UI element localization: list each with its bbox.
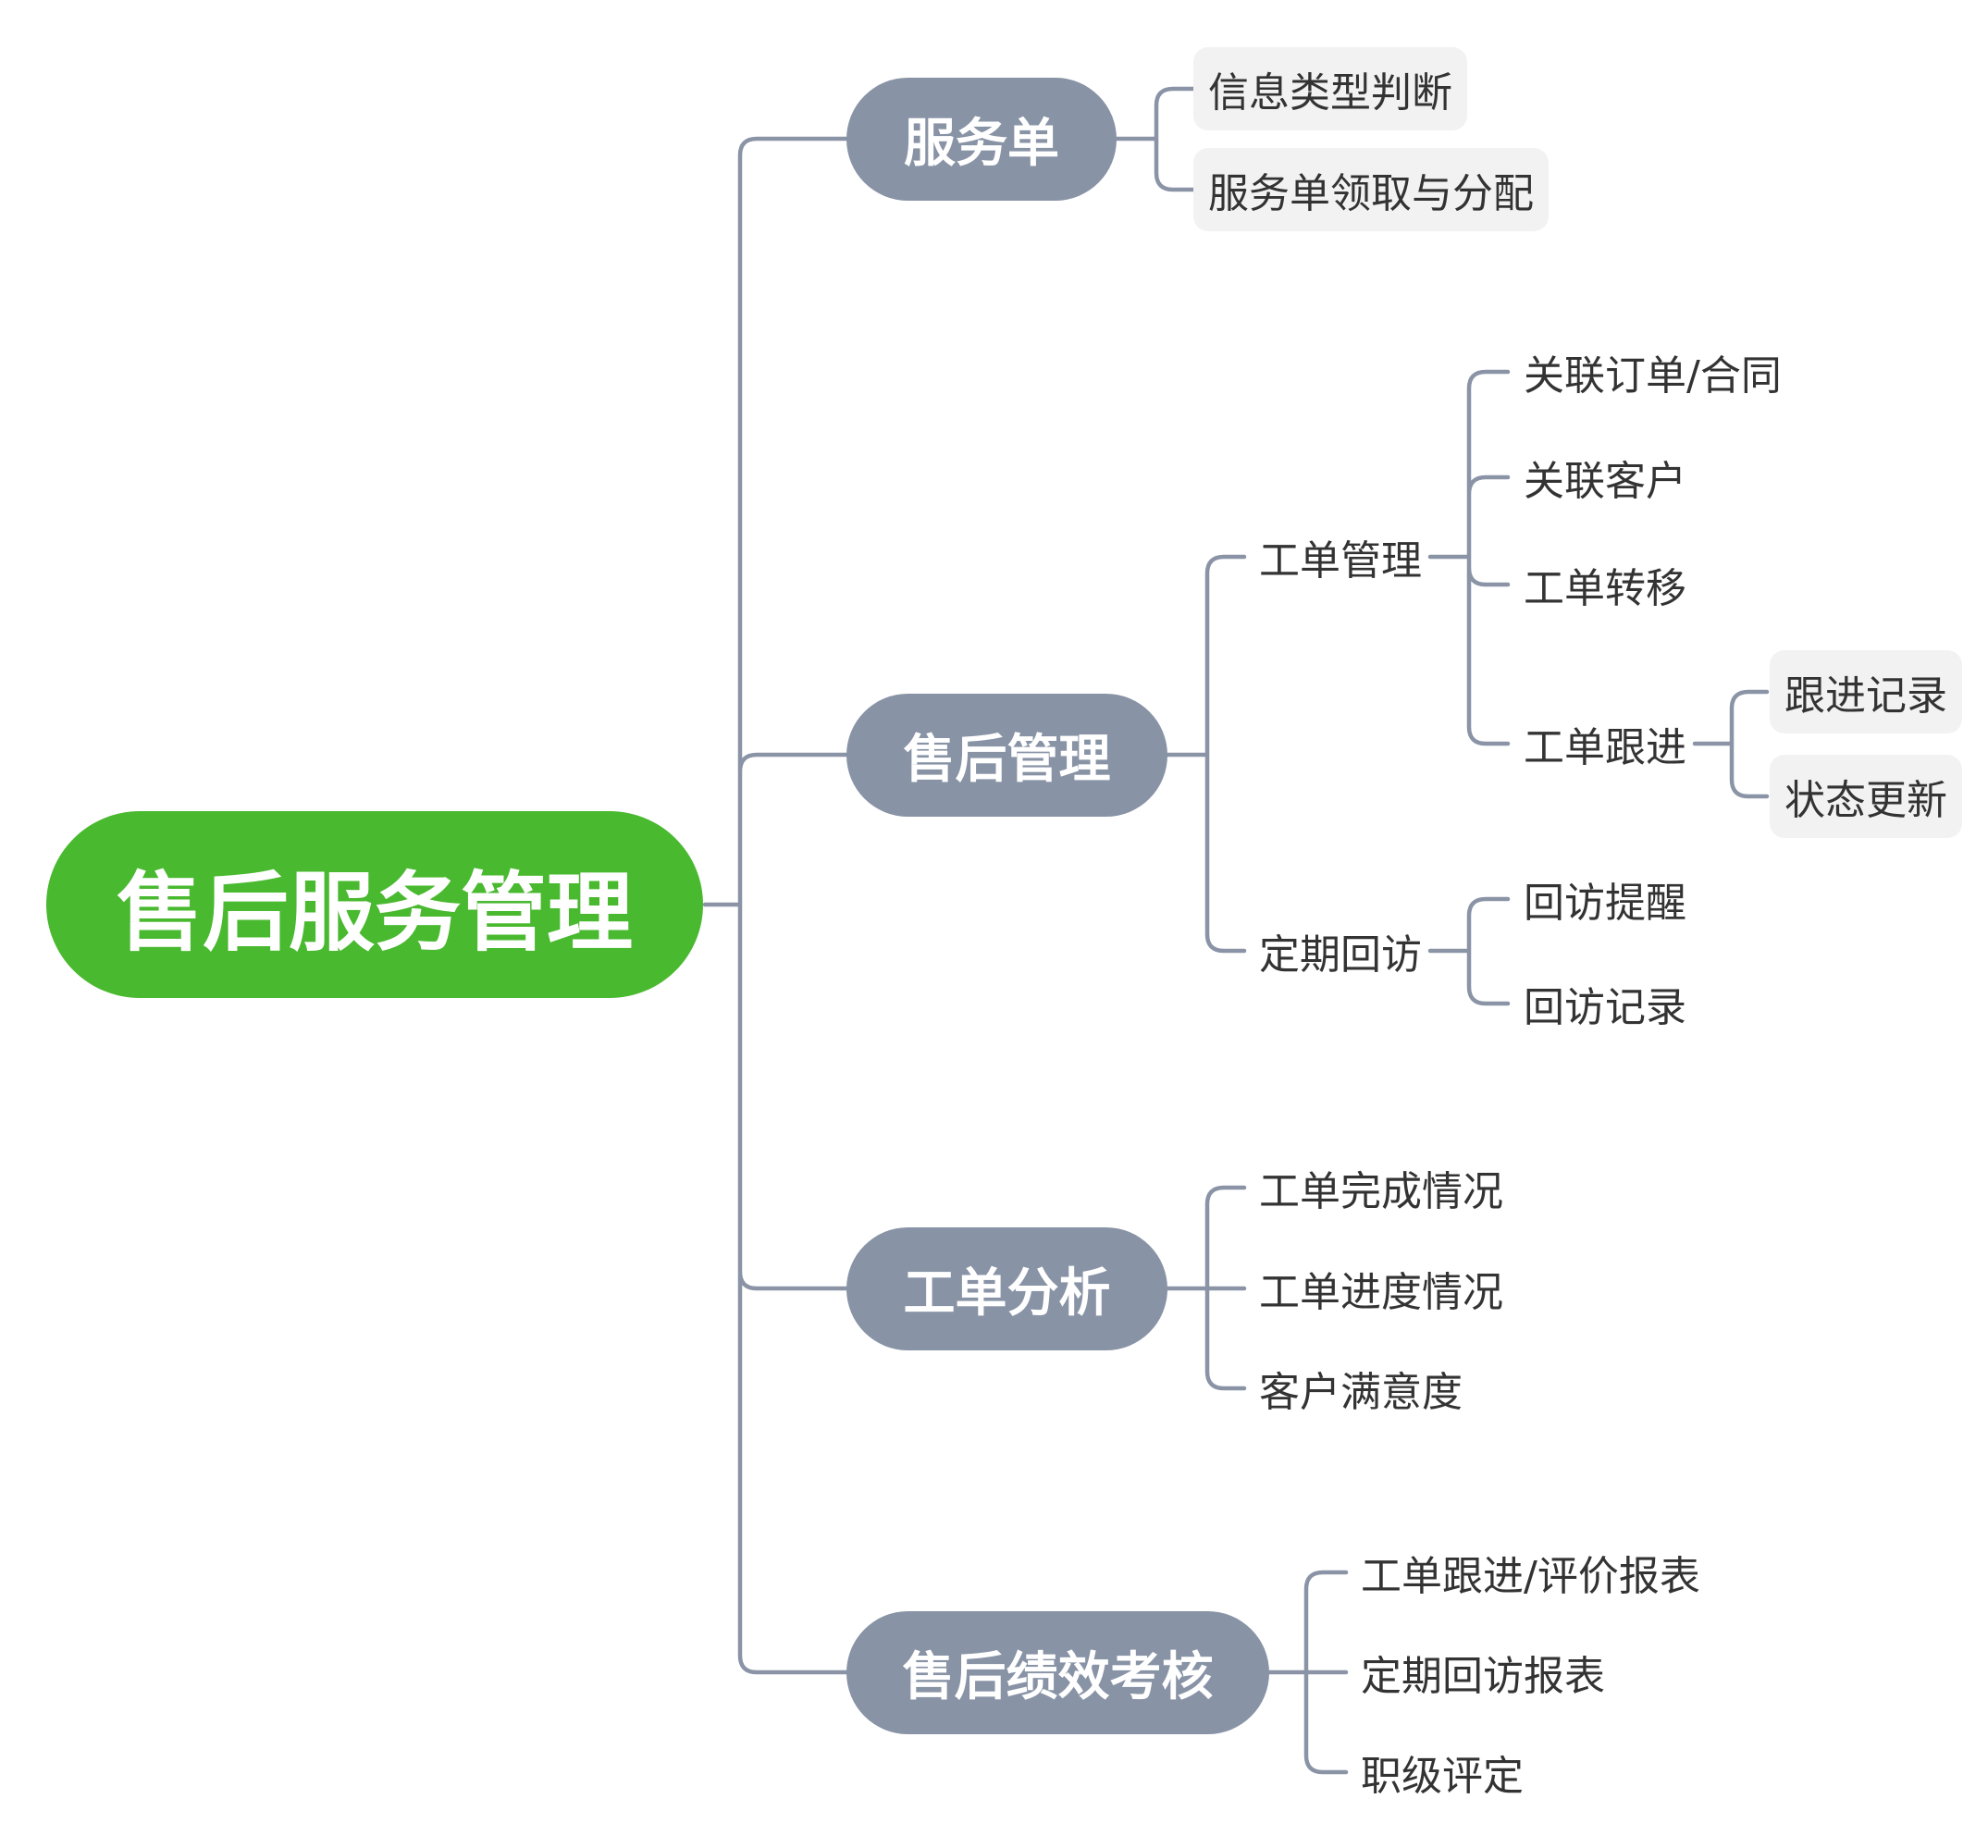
analysis-lines: [1165, 1185, 1247, 1391]
subtopic-work-order-follow-up[interactable]: 工单跟进: [1524, 724, 1686, 771]
subtopic-work-order-management[interactable]: 工单管理: [1259, 537, 1422, 585]
subtopic-customer-satisfaction[interactable]: 客户满意度: [1259, 1369, 1463, 1416]
subtopic-visit-reminder[interactable]: 回访提醒: [1524, 880, 1686, 927]
subtopic-order-claim-assign[interactable]: 服务单领取与分配: [1193, 148, 1549, 231]
subtopic-completion-status[interactable]: 工单完成情况: [1259, 1168, 1503, 1215]
work-order-mgmt-lines: [1427, 369, 1511, 746]
periodic-visit-lines: [1427, 896, 1511, 1006]
performance-lines: [1266, 1570, 1349, 1775]
topic-after-sales-management[interactable]: 售后管理: [846, 694, 1167, 817]
subtopic-periodic-visit-report[interactable]: 定期回访报表: [1361, 1653, 1605, 1700]
topic-performance-assessment[interactable]: 售后绩效考核: [846, 1611, 1269, 1734]
root-trunk-line: [702, 136, 849, 1675]
after-sales-lines: [1165, 554, 1247, 954]
follow-up-lines: [1692, 689, 1770, 799]
subtopic-follow-up-record[interactable]: 跟进记录: [1770, 650, 1962, 733]
topic-work-order-analysis[interactable]: 工单分析: [846, 1227, 1167, 1350]
subtopic-periodic-visit[interactable]: 定期回访: [1259, 931, 1422, 979]
subtopic-progress-status[interactable]: 工单进度情况: [1259, 1269, 1503, 1316]
subtopic-link-order-contract[interactable]: 关联订单/合同: [1524, 352, 1782, 400]
topic-service-order[interactable]: 服务单: [846, 78, 1117, 201]
subtopic-link-customer[interactable]: 关联客户: [1524, 458, 1686, 505]
subtopic-follow-up-evaluation-report[interactable]: 工单跟进/评价报表: [1361, 1553, 1700, 1600]
service-order-lines: [1114, 86, 1196, 192]
subtopic-rank-evaluation[interactable]: 职级评定: [1361, 1753, 1524, 1800]
subtopic-visit-record[interactable]: 回访记录: [1524, 984, 1686, 1031]
subtopic-info-type-judgment[interactable]: 信息类型判断: [1193, 47, 1467, 130]
root-topic[interactable]: 售后服务管理: [46, 811, 703, 998]
subtopic-status-update[interactable]: 状态更新: [1770, 755, 1962, 838]
subtopic-work-order-transfer[interactable]: 工单转移: [1524, 565, 1686, 612]
